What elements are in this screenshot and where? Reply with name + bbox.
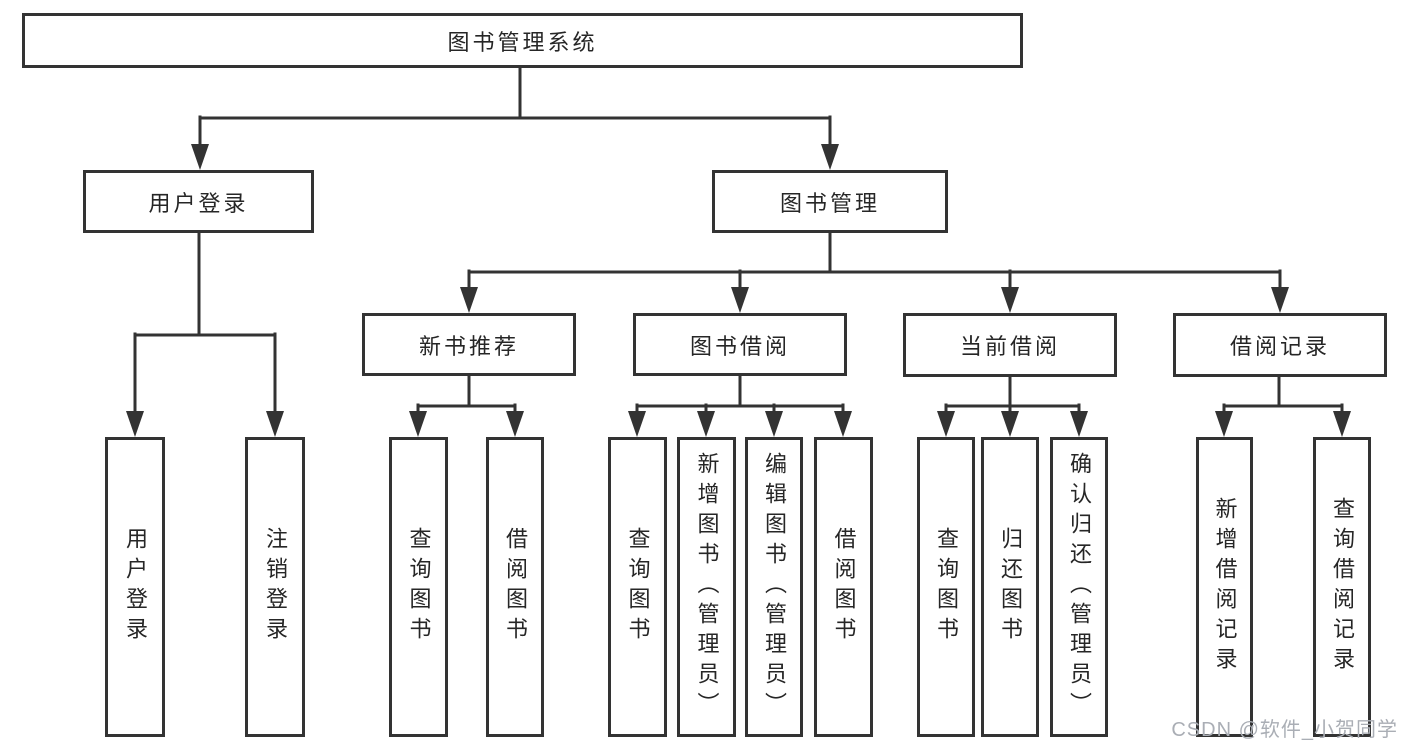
csdn-watermark: CSDN @软件_小贺同学 — [1171, 719, 1398, 741]
node-book-borrowing: 图书借阅 — [633, 313, 847, 376]
leaf-logout-label: 注销登录 — [263, 527, 288, 647]
leaf-borrowing-query-books: 查询图书 — [608, 437, 667, 737]
node-borrowing-records: 借阅记录 — [1173, 313, 1387, 377]
node-current-borrowing-label: 当前借阅 — [959, 334, 1060, 359]
leaf-logout: 注销登录 — [245, 437, 305, 737]
leaf-borrowing-edit-books-admin: 编辑图书（管理员） — [745, 437, 803, 737]
node-user-login: 用户登录 — [83, 170, 314, 233]
node-root: 图书管理系统 — [22, 13, 1023, 68]
leaf-borrowing-add-books-admin: 新增图书（管理员） — [677, 437, 736, 737]
node-current-borrowing: 当前借阅 — [903, 313, 1117, 377]
node-book-management: 图书管理 — [712, 170, 948, 233]
leaf-borrowing-borrow-books-label: 借阅图书 — [831, 527, 857, 647]
leaf-current-query-books: 查询图书 — [917, 437, 975, 737]
leaf-records-add-record-label: 新增借阅记录 — [1212, 497, 1238, 677]
arrowheads — [126, 144, 1351, 437]
leaf-current-return-books-label: 归还图书 — [998, 527, 1023, 647]
node-borrowing-records-label: 借阅记录 — [1229, 334, 1330, 359]
leaf-recommend-borrow-books: 借阅图书 — [486, 437, 544, 737]
node-book-management-label: 图书管理 — [779, 190, 880, 216]
node-user-login-label: 用户登录 — [148, 190, 249, 216]
leaf-records-query-record: 查询借阅记录 — [1313, 437, 1371, 737]
node-new-book-recommend: 新书推荐 — [362, 313, 576, 376]
leaf-recommend-query-books-label: 查询图书 — [406, 527, 432, 647]
leaf-borrowing-add-books-admin-label: 新增图书（管理员） — [694, 452, 720, 722]
node-book-borrowing-label: 图书借阅 — [689, 333, 790, 359]
leaf-recommend-borrow-books-label: 借阅图书 — [503, 527, 528, 647]
leaf-current-confirm-return-admin-label: 确认归还（管理员） — [1067, 452, 1092, 722]
node-new-book-recommend-label: 新书推荐 — [418, 333, 519, 359]
leaf-borrowing-query-books-label: 查询图书 — [625, 527, 651, 647]
leaf-user-login: 用户登录 — [105, 437, 165, 737]
leaf-borrowing-borrow-books: 借阅图书 — [814, 437, 873, 737]
leaf-current-query-books-label: 查询图书 — [934, 527, 959, 647]
leaf-current-return-books: 归还图书 — [981, 437, 1039, 737]
leaf-user-login-label: 用户登录 — [123, 527, 148, 647]
leaf-borrowing-edit-books-admin-label: 编辑图书（管理员） — [762, 452, 787, 722]
leaf-records-add-record: 新增借阅记录 — [1196, 437, 1253, 737]
leaf-current-confirm-return-admin: 确认归还（管理员） — [1050, 437, 1108, 737]
leaf-recommend-query-books: 查询图书 — [389, 437, 448, 737]
leaf-records-query-record-label: 查询借阅记录 — [1330, 497, 1355, 677]
node-root-label: 图书管理系统 — [447, 29, 598, 55]
